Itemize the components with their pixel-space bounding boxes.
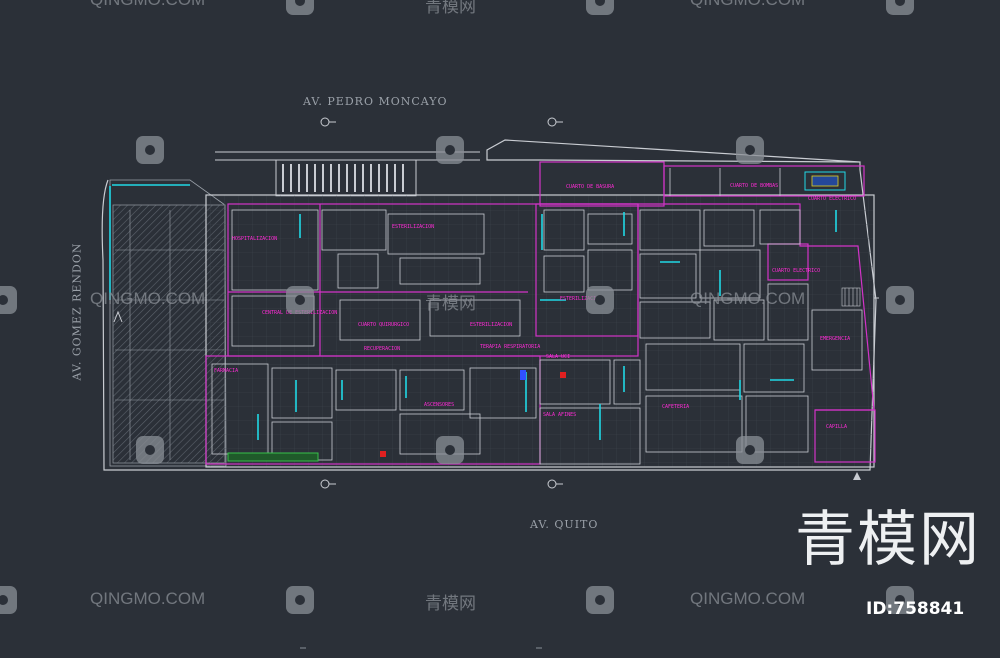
site-boundary (101, 139, 877, 471)
room-label: CUARTO ELECTRICO (772, 268, 821, 274)
stairs (841, 287, 861, 307)
watermark-logo-icon (286, 0, 314, 15)
watermark-text: 青模网 (425, 294, 476, 314)
watermark-logo-icon (286, 586, 314, 614)
room-label: CAFETERIA (662, 404, 690, 410)
room-label: SALA UCI (546, 354, 571, 360)
watermark-logo-icon (0, 586, 17, 614)
room-label: FARMACIA (214, 368, 239, 374)
watermark-logo-icon (0, 286, 17, 314)
watermark-text: QINGMO.COM (690, 0, 805, 10)
watermark-text: QINGMO.COM (90, 0, 205, 10)
street-label-west: AV. GOMEZ RENDON (70, 242, 84, 381)
watermark-logo-icon (286, 286, 314, 314)
room-label: ESTERILIZACION (560, 296, 603, 302)
watermark-text: QINGMO.COM (690, 589, 806, 608)
room-label: ESTERILIZACION (470, 322, 513, 328)
watermark-logo-icon (886, 586, 914, 614)
watermark-logo-icon (586, 286, 614, 314)
watermark-text: QINGMO.COM (90, 589, 206, 608)
watermark-text: 青模网 (425, 594, 476, 614)
brand-logo-text: 青模网 (795, 505, 981, 575)
equipment-panel (804, 171, 846, 191)
watermark-logo-icon (586, 586, 614, 614)
room-label: TERAPIA RESPIRATORIA (480, 344, 541, 350)
north-driveway (215, 151, 480, 161)
room-label: CAPILLA (826, 424, 848, 430)
watermark-text: 青模网 (425, 0, 476, 17)
watermark-logo-icon (436, 436, 464, 464)
watermark-logo-icon (886, 0, 914, 15)
red-marker (560, 372, 566, 378)
street-label-north: AV. PEDRO MONCAYO (303, 95, 448, 108)
watermark-logo-icon (736, 136, 764, 164)
watermark-logo-icon (136, 136, 164, 164)
room-label: CUARTO DE BASURA (566, 184, 615, 190)
section-markers (113, 117, 879, 489)
room-label: CUARTO QUIRURGICO (358, 322, 410, 328)
street-label-south: AV. QUITO (530, 518, 599, 531)
room-label: RECUPERACION (364, 346, 401, 352)
planter-strip (227, 452, 319, 462)
red-marker (380, 451, 386, 457)
room-label: ESTERILIZACION (392, 224, 435, 230)
room-label: SALA AFINES (543, 412, 577, 418)
room-label: ASCENSORES (424, 402, 455, 408)
watermark-text: QINGMO.COM (90, 289, 206, 308)
watermark-logo-icon (736, 436, 764, 464)
room-label: EMERGENCIA (820, 336, 851, 342)
glazing-lines (109, 184, 837, 440)
room-label: HOSPITALIZACION (232, 236, 278, 242)
north-arrow (853, 472, 861, 480)
watermark-text: QINGMO.COM (690, 289, 806, 308)
room-label: CUARTO DE BOMBAS (730, 183, 779, 189)
room-label: CUARTO ELECTRICO (808, 196, 857, 202)
blue-marker (520, 370, 526, 380)
watermark-logo-icon (586, 0, 614, 15)
watermark-logo-icon (886, 286, 914, 314)
model-id-label: ID:758841 (866, 599, 965, 619)
watermark-logo-icon (136, 436, 164, 464)
watermark-logo-icon (436, 136, 464, 164)
